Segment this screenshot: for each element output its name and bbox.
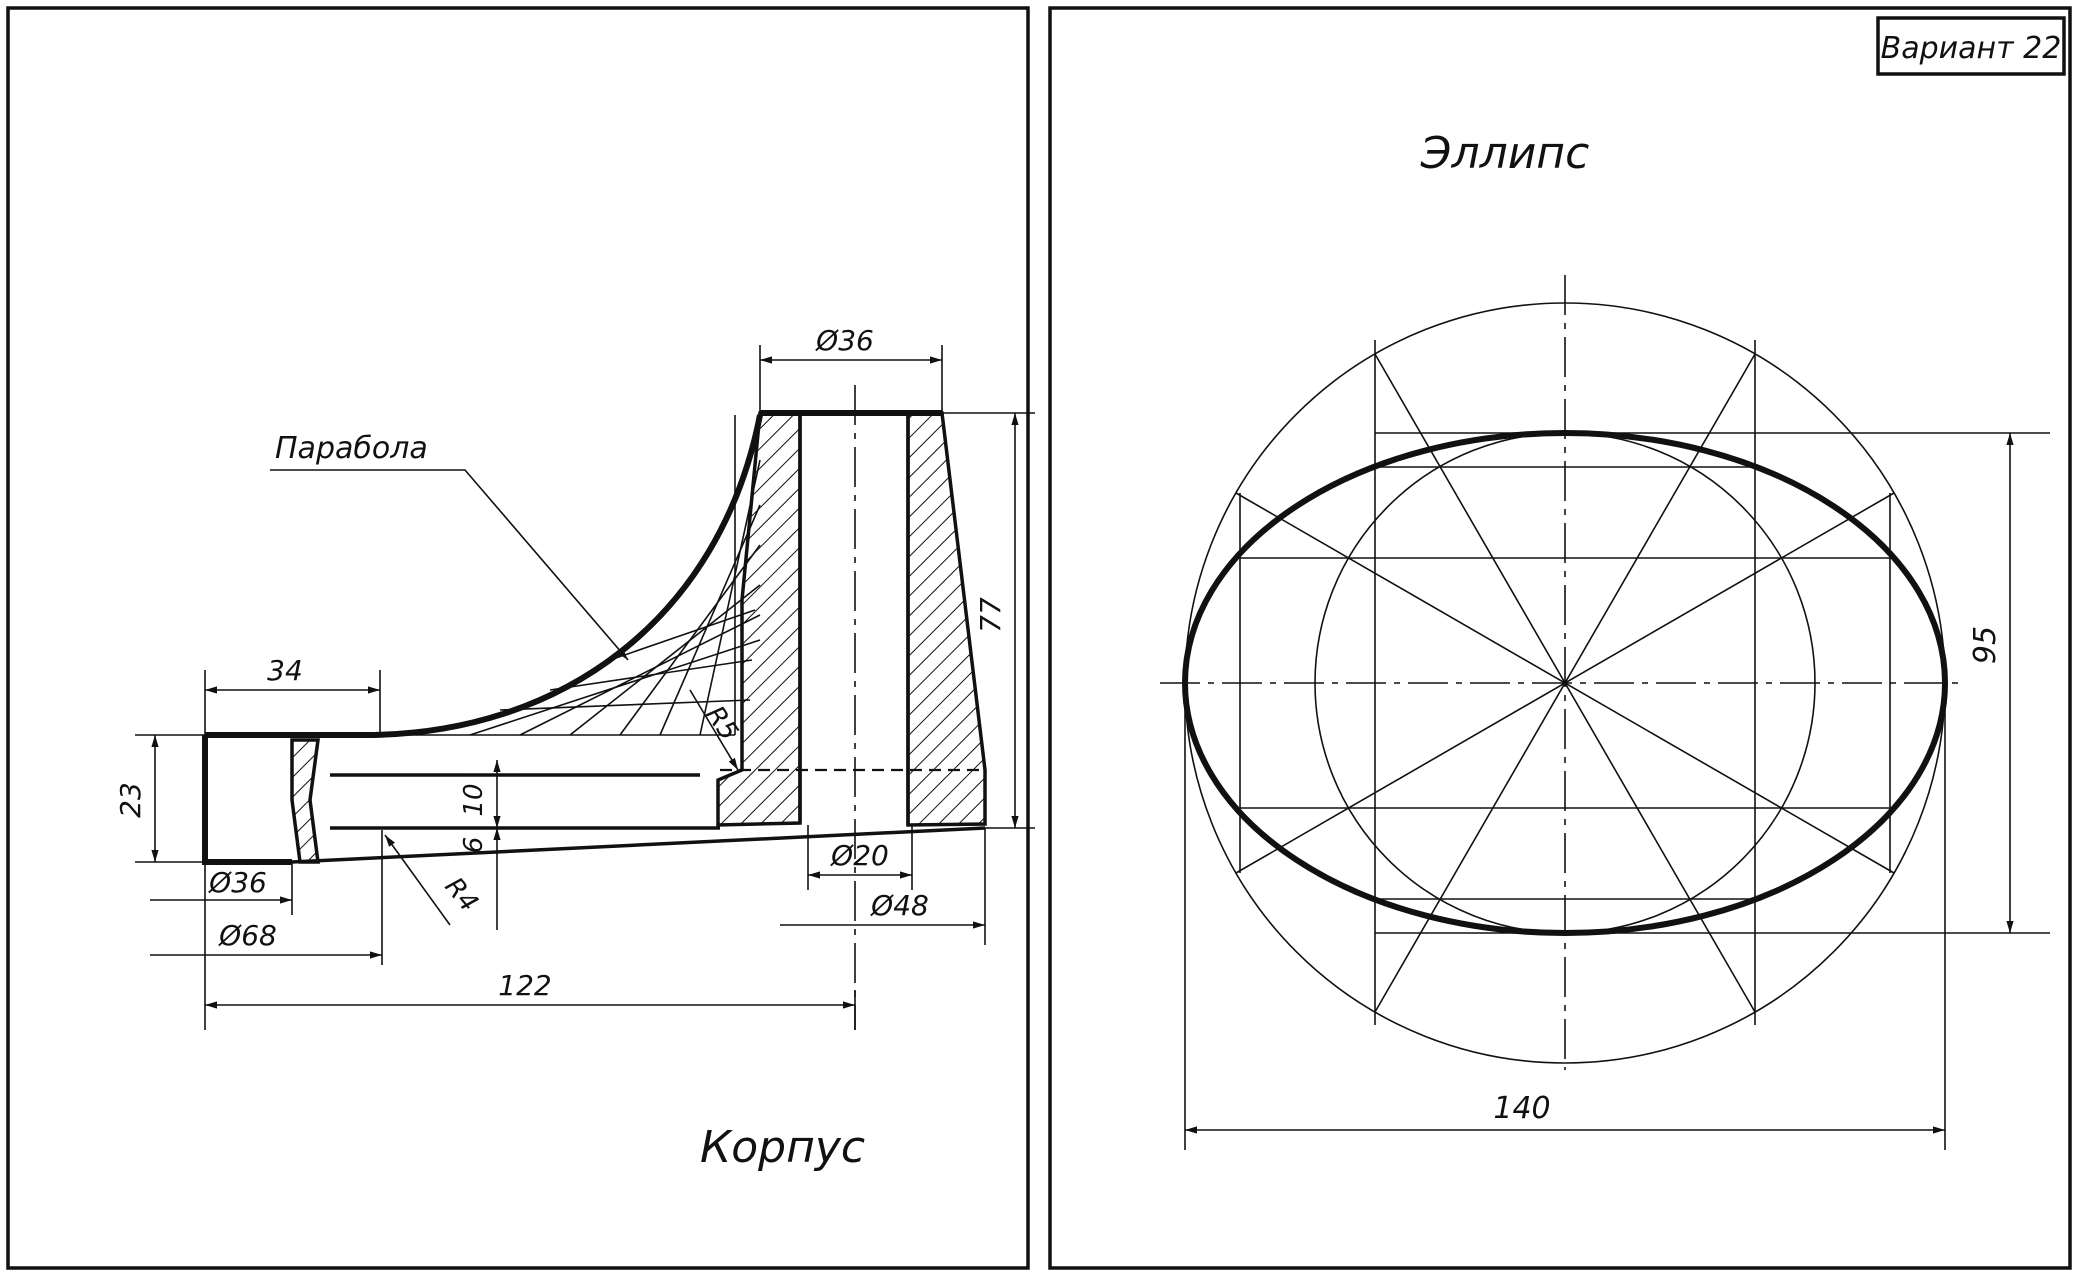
variant-box: Вариант 22	[1876, 16, 2066, 76]
parabola-construction	[400, 415, 761, 736]
dim-flange-length: 34	[267, 654, 303, 687]
sheet-frames	[6, 6, 2072, 1270]
right-sheet-frame	[1048, 6, 2072, 1270]
leader-r5	[689, 689, 739, 771]
construction-line	[569, 584, 761, 736]
parabola-leader	[270, 469, 629, 661]
ellipse-title: Эллипс	[1420, 128, 1590, 179]
construction-line	[609, 609, 756, 661]
radial-line	[1374, 353, 1756, 1013]
dim-length: 122	[498, 969, 551, 1002]
variant-label: Вариант 22	[1881, 31, 2062, 66]
ellipse-construction: Эллипс 140 95	[1160, 128, 2050, 1150]
part-title: Корпус	[700, 1122, 865, 1173]
dim-flange-height: 23	[114, 782, 147, 818]
dim-wall-6: 6	[459, 837, 489, 854]
dim-r4: R4	[439, 872, 484, 918]
construction-line	[519, 614, 761, 736]
variant-box-frame	[1876, 16, 2066, 76]
part-drawing: Ø36 77 34 23 Ø36 Ø68 122 10 6	[114, 324, 1035, 1173]
dim-top-diameter: Ø36	[815, 324, 874, 357]
bottom-line	[291, 826, 986, 864]
dim-d36: Ø36	[208, 866, 267, 899]
body-outline	[202, 735, 292, 865]
leader-r4	[384, 834, 451, 926]
parabola-label: Парабола	[275, 431, 428, 466]
construction-line	[619, 544, 761, 736]
construction-line	[499, 699, 751, 711]
construction-line	[659, 504, 761, 736]
dim-height: 77	[974, 597, 1007, 633]
left-sheet-frame	[6, 6, 1030, 1270]
construction-line	[549, 659, 753, 691]
dim-bore: Ø20	[830, 839, 889, 872]
dim-minor-axis: 95	[1968, 626, 2003, 664]
section-hatch-flange	[290, 738, 320, 864]
dim-d68: Ø68	[218, 919, 277, 952]
dim-wall-10: 10	[459, 783, 489, 816]
dim-major-axis: 140	[1493, 1091, 1550, 1126]
dim-base-diameter: Ø48	[870, 889, 929, 922]
